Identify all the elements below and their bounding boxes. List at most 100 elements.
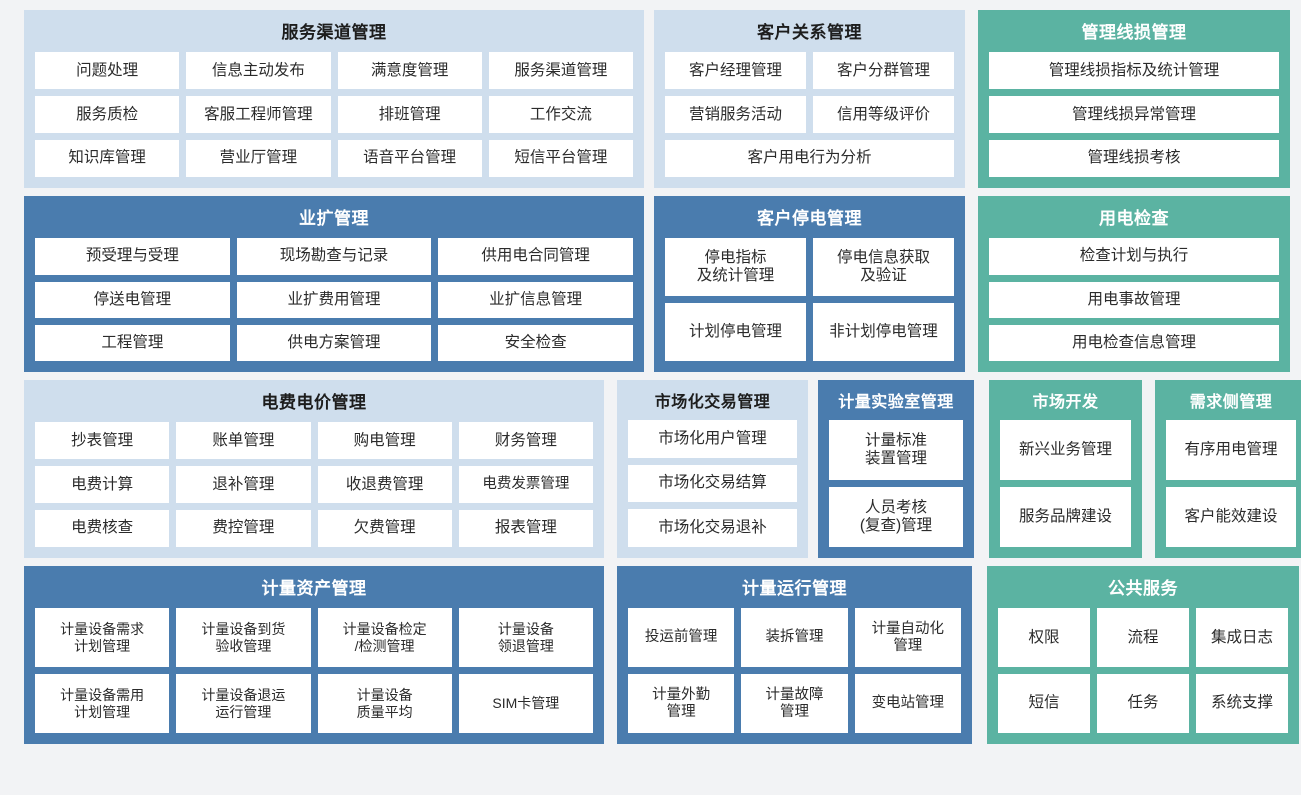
- module-cell[interactable]: 服务渠道管理: [488, 52, 633, 90]
- module-cell[interactable]: 客服工程师管理: [186, 96, 331, 134]
- panel-title: 需求侧管理: [1189, 394, 1273, 411]
- panel-metering-laboratory-management[interactable]: 计量实验室管理 计量标准 装置管理 人员考核 (复查)管理: [818, 380, 974, 558]
- module-cell[interactable]: 管理线损考核: [989, 140, 1279, 178]
- module-cell[interactable]: 装拆管理: [741, 608, 848, 668]
- panel-business-expansion-management[interactable]: 业扩管理 预受理与受理 现场勘查与记录 供用电合同管理 停送电管理 业扩费用管理…: [24, 196, 644, 372]
- panel-customer-relationship-management[interactable]: 客户关系管理 客户经理管理 客户分群管理 营销服务活动 信用等级评价 客户用电行…: [654, 10, 965, 188]
- panel-grid: 抄表管理 账单管理 购电管理 财务管理 电费计算 退补管理 收退费管理 电费发票…: [35, 422, 593, 548]
- module-cell[interactable]: 营销服务活动: [665, 96, 806, 134]
- module-cell[interactable]: 客户能效建设: [1166, 487, 1296, 547]
- module-cell[interactable]: 问题处理: [35, 52, 180, 90]
- module-cell[interactable]: 计量标准 装置管理: [829, 420, 963, 481]
- module-cell[interactable]: 客户用电行为分析: [665, 140, 954, 178]
- module-cell[interactable]: 预受理与受理: [35, 238, 230, 275]
- module-cell[interactable]: 计量设备需求 计划管理: [35, 608, 170, 668]
- module-cell[interactable]: 费控管理: [176, 510, 311, 548]
- module-cell[interactable]: 计量设备到货 验收管理: [176, 608, 311, 668]
- module-cell[interactable]: 业扩信息管理: [438, 281, 634, 318]
- module-cell[interactable]: 收退费管理: [317, 466, 452, 504]
- grid-row: 计量标准 装置管理: [829, 420, 963, 481]
- module-cell[interactable]: 购电管理: [317, 422, 452, 460]
- module-cell[interactable]: 供用电合同管理: [438, 238, 634, 275]
- module-cell[interactable]: 账单管理: [176, 422, 311, 460]
- module-cell[interactable]: 权限: [998, 608, 1090, 668]
- panel-public-service[interactable]: 公共服务 权限 流程 集成日志 短信 任务 系统支撑: [987, 566, 1299, 744]
- module-cell[interactable]: 电费计算: [35, 466, 170, 504]
- grid-row: 用电检查信息管理: [989, 324, 1279, 361]
- module-cell[interactable]: 停电指标 及统计管理: [665, 238, 806, 297]
- module-cell[interactable]: 客户分群管理: [813, 52, 954, 90]
- module-cell[interactable]: 营业厅管理: [186, 140, 331, 178]
- module-cell[interactable]: 计划停电管理: [665, 303, 806, 362]
- module-cell[interactable]: 计量自动化 管理: [854, 608, 961, 668]
- module-cell[interactable]: 安全检查: [438, 324, 634, 361]
- module-cell[interactable]: 计量故障 管理: [741, 674, 848, 734]
- module-cell[interactable]: 客户经理管理: [665, 52, 806, 90]
- module-cell[interactable]: 非计划停电管理: [813, 303, 954, 362]
- module-cell[interactable]: 用电检查信息管理: [989, 324, 1279, 361]
- module-cell[interactable]: 工程管理: [35, 324, 230, 361]
- module-cell[interactable]: 报表管理: [458, 510, 593, 548]
- module-cell[interactable]: 服务品牌建设: [1000, 487, 1131, 547]
- module-cell[interactable]: 市场化交易结算: [628, 464, 797, 503]
- module-cell[interactable]: 计量外勤 管理: [628, 674, 735, 734]
- grid-row: 服务质检 客服工程师管理 排班管理 工作交流: [35, 96, 633, 134]
- panel-service-channel-management[interactable]: 服务渠道管理 问题处理 信息主动发布 满意度管理 服务渠道管理 服务质检 客服工…: [24, 10, 644, 188]
- panel-market-transaction-management[interactable]: 市场化交易管理 市场化用户管理 市场化交易结算 市场化交易退补: [617, 380, 808, 558]
- module-cell[interactable]: 新兴业务管理: [1000, 420, 1131, 481]
- panel-electricity-fee-price-management[interactable]: 电费电价管理 抄表管理 账单管理 购电管理 财务管理 电费计算 退补管理 收退费…: [24, 380, 604, 558]
- module-cell[interactable]: 集成日志: [1196, 608, 1288, 668]
- panel-management-line-loss[interactable]: 管理线损管理 管理线损指标及统计管理 管理线损异常管理 管理线损考核: [978, 10, 1290, 188]
- panel-metering-operation-management[interactable]: 计量运行管理 投运前管理 装拆管理 计量自动化 管理 计量外勤 管理 计量故障 …: [617, 566, 972, 744]
- module-cell[interactable]: 停送电管理: [35, 281, 230, 318]
- module-cell[interactable]: 有序用电管理: [1166, 420, 1296, 481]
- module-cell[interactable]: 知识库管理: [35, 140, 180, 178]
- module-cell[interactable]: 用电事故管理: [989, 281, 1279, 318]
- module-cell[interactable]: 抄表管理: [35, 422, 170, 460]
- module-cell[interactable]: 退补管理: [176, 466, 311, 504]
- module-cell[interactable]: 短信: [998, 674, 1090, 734]
- module-cell[interactable]: 财务管理: [458, 422, 593, 460]
- module-cell[interactable]: 计量设备检定 /检测管理: [317, 608, 452, 668]
- module-cell[interactable]: SIM卡管理: [458, 674, 593, 734]
- module-cell[interactable]: 欠费管理: [317, 510, 452, 548]
- module-cell[interactable]: 检查计划与执行: [989, 238, 1279, 275]
- module-cell[interactable]: 任务: [1097, 674, 1189, 734]
- module-cell[interactable]: 计量设备 领退管理: [458, 608, 593, 668]
- module-cell[interactable]: 计量设备需用 计划管理: [35, 674, 170, 734]
- module-cell[interactable]: 工作交流: [488, 96, 633, 134]
- grid-row: 停电指标 及统计管理 停电信息获取 及验证: [665, 238, 954, 297]
- module-cell[interactable]: 系统支撑: [1196, 674, 1288, 734]
- module-cell[interactable]: 电费发票管理: [458, 466, 593, 504]
- module-cell[interactable]: 服务质检: [35, 96, 180, 134]
- panel-metering-asset-management[interactable]: 计量资产管理 计量设备需求 计划管理 计量设备到货 验收管理 计量设备检定 /检…: [24, 566, 604, 744]
- panel-market-development[interactable]: 市场开发 新兴业务管理 服务品牌建设: [989, 380, 1142, 558]
- module-cell[interactable]: 流程: [1097, 608, 1189, 668]
- module-cell[interactable]: 短信平台管理: [488, 140, 633, 178]
- module-cell[interactable]: 信用等级评价: [813, 96, 954, 134]
- panel-electricity-inspection[interactable]: 用电检查 检查计划与执行 用电事故管理 用电检查信息管理: [978, 196, 1290, 372]
- grid-row: 计量外勤 管理 计量故障 管理 变电站管理: [628, 674, 961, 734]
- module-cell[interactable]: 满意度管理: [337, 52, 482, 90]
- module-cell[interactable]: 电费核查: [35, 510, 170, 548]
- module-cell[interactable]: 信息主动发布: [186, 52, 331, 90]
- grid-row: 市场化交易结算: [628, 464, 797, 503]
- module-cell[interactable]: 市场化用户管理: [628, 420, 797, 458]
- module-cell[interactable]: 现场勘查与记录: [236, 238, 432, 275]
- module-cell[interactable]: 管理线损指标及统计管理: [989, 52, 1279, 90]
- panel-title: 计量资产管理: [261, 579, 367, 598]
- module-cell[interactable]: 投运前管理: [628, 608, 735, 668]
- module-cell[interactable]: 计量设备 质量平均: [317, 674, 452, 734]
- panel-demand-side-management[interactable]: 需求侧管理 有序用电管理 客户能效建设: [1155, 380, 1301, 558]
- module-cell[interactable]: 市场化交易退补: [628, 509, 797, 548]
- module-cell[interactable]: 排班管理: [337, 96, 482, 134]
- module-cell[interactable]: 语音平台管理: [337, 140, 482, 178]
- module-cell[interactable]: 停电信息获取 及验证: [813, 238, 954, 297]
- module-cell[interactable]: 业扩费用管理: [236, 281, 432, 318]
- module-cell[interactable]: 供电方案管理: [236, 324, 432, 361]
- module-cell[interactable]: 管理线损异常管理: [989, 96, 1279, 134]
- module-cell[interactable]: 人员考核 (复查)管理: [829, 487, 963, 547]
- panel-customer-outage-management[interactable]: 客户停电管理 停电指标 及统计管理 停电信息获取 及验证 计划停电管理 非计划停…: [654, 196, 965, 372]
- module-cell[interactable]: 计量设备退运 运行管理: [176, 674, 311, 734]
- module-cell[interactable]: 变电站管理: [854, 674, 961, 734]
